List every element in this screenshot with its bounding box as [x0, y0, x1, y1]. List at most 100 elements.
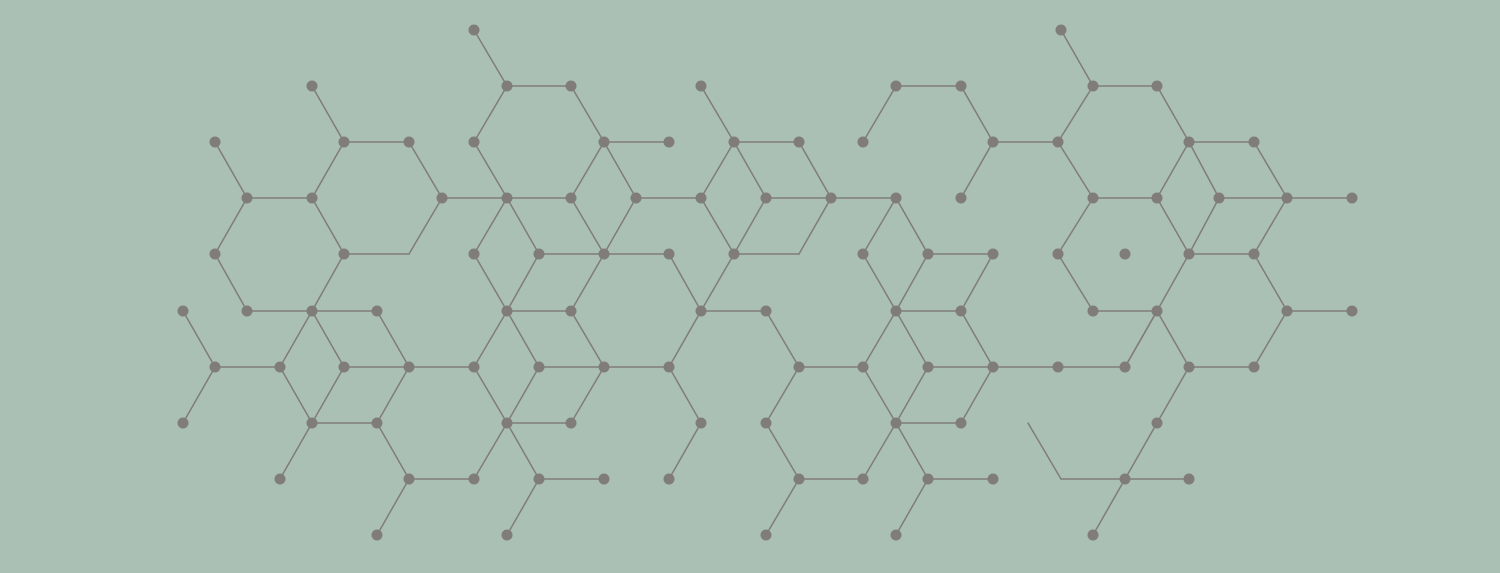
connector-line: [1188, 141, 1220, 199]
connector-line: [570, 141, 605, 199]
connector-line: [765, 422, 800, 480]
node-dot: [338, 248, 350, 260]
connector-line: [570, 253, 605, 312]
node-dot: [825, 192, 837, 204]
connector-line: [895, 310, 929, 368]
connector-line: [473, 310, 508, 368]
connector-line: [960, 310, 994, 368]
connector-line: [700, 141, 735, 199]
node-dot: [371, 529, 383, 541]
connector-line: [960, 85, 994, 143]
node-dot: [1281, 305, 1293, 317]
node-dot: [922, 473, 934, 485]
node-dot: [436, 192, 448, 204]
node-dot: [1213, 192, 1225, 204]
connector-line: [182, 310, 216, 368]
node-dot: [663, 136, 675, 148]
node-dot: [1248, 136, 1260, 148]
node-dot: [695, 417, 707, 429]
connector-line: [700, 197, 735, 255]
node-dot: [565, 80, 577, 92]
connector-line: [311, 85, 345, 143]
node-dot: [955, 80, 967, 92]
connector-line: [1253, 253, 1288, 312]
node-dot: [955, 417, 967, 429]
node-dot: [241, 305, 253, 317]
connector-line: [376, 478, 410, 536]
node-dot: [306, 192, 318, 204]
node-dot: [209, 136, 221, 148]
connector-line: [798, 197, 832, 255]
node-dot: [306, 417, 318, 429]
node-dot: [598, 473, 610, 485]
node-dot: [1052, 361, 1064, 373]
connector-line: [311, 197, 345, 255]
node-dot: [1248, 361, 1260, 373]
connector-line: [506, 253, 540, 312]
connector-line: [960, 141, 994, 199]
node-dot: [857, 361, 869, 373]
node-dot: [468, 136, 480, 148]
connector-line: [895, 422, 929, 480]
connector-line: [473, 29, 508, 87]
connector-line: [960, 253, 994, 312]
node-dot: [468, 361, 480, 373]
connector-line: [1253, 141, 1288, 199]
node-dot: [890, 80, 902, 92]
connector-line: [1156, 253, 1190, 312]
connector-line: [1188, 197, 1220, 255]
connector-line: [473, 253, 508, 312]
node-dot: [371, 417, 383, 429]
connector-line: [1156, 197, 1190, 255]
connector-line: [376, 366, 410, 424]
connector-line: [570, 310, 605, 368]
connector-line: [765, 366, 800, 424]
connector-line: [473, 141, 508, 199]
node-dot: [1119, 361, 1131, 373]
node-dot: [1151, 80, 1163, 92]
connector-line: [311, 310, 345, 368]
connector-line: [214, 141, 248, 199]
connector-line: [570, 85, 605, 143]
node-dot: [890, 192, 902, 204]
node-dot: [1183, 248, 1195, 260]
node-dot: [760, 305, 772, 317]
node-dot: [987, 473, 999, 485]
node-dot: [1087, 305, 1099, 317]
connector-line: [408, 197, 443, 255]
connector-line: [1092, 478, 1126, 536]
node-dot: [598, 248, 610, 260]
node-dot: [565, 417, 577, 429]
connector-line: [1057, 141, 1094, 199]
node-dot: [630, 192, 642, 204]
node-dot: [695, 192, 707, 204]
connector-line: [862, 366, 897, 424]
node-dot: [922, 361, 934, 373]
connector-line: [311, 366, 345, 424]
node-dot: [1248, 248, 1260, 260]
connector-line: [733, 141, 767, 199]
node-dot: [274, 361, 286, 373]
connector-line: [668, 422, 702, 480]
node-dot: [501, 417, 513, 429]
connector-line: [1156, 85, 1190, 143]
node-dot: [1052, 248, 1064, 260]
node-dot: [306, 80, 318, 92]
node-dot: [209, 248, 221, 260]
node-dot: [987, 136, 999, 148]
connector-line: [700, 85, 735, 143]
node-dot: [1087, 529, 1099, 541]
connector-line: [506, 310, 540, 368]
node-dot: [177, 417, 189, 429]
connector-line: [668, 366, 702, 424]
node-dot: [793, 473, 805, 485]
connector-line: [668, 253, 702, 312]
node-dot: [177, 305, 189, 317]
connector-line: [960, 366, 994, 424]
connector-line: [668, 310, 702, 368]
node-dot: [760, 192, 772, 204]
connector-line: [862, 253, 897, 312]
node-dot: [1346, 305, 1358, 317]
